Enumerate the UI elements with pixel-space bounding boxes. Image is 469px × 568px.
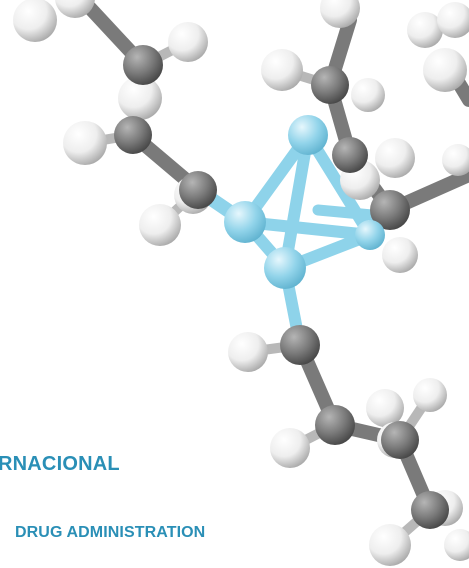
metal-cluster-atoms — [224, 115, 385, 289]
carbon-atoms — [114, 45, 449, 529]
subline-text: DRUG ADMINISTRATION — [15, 524, 206, 541]
headline-text: RNACIONAL — [0, 453, 120, 475]
hydrogen-atoms — [13, 0, 469, 566]
